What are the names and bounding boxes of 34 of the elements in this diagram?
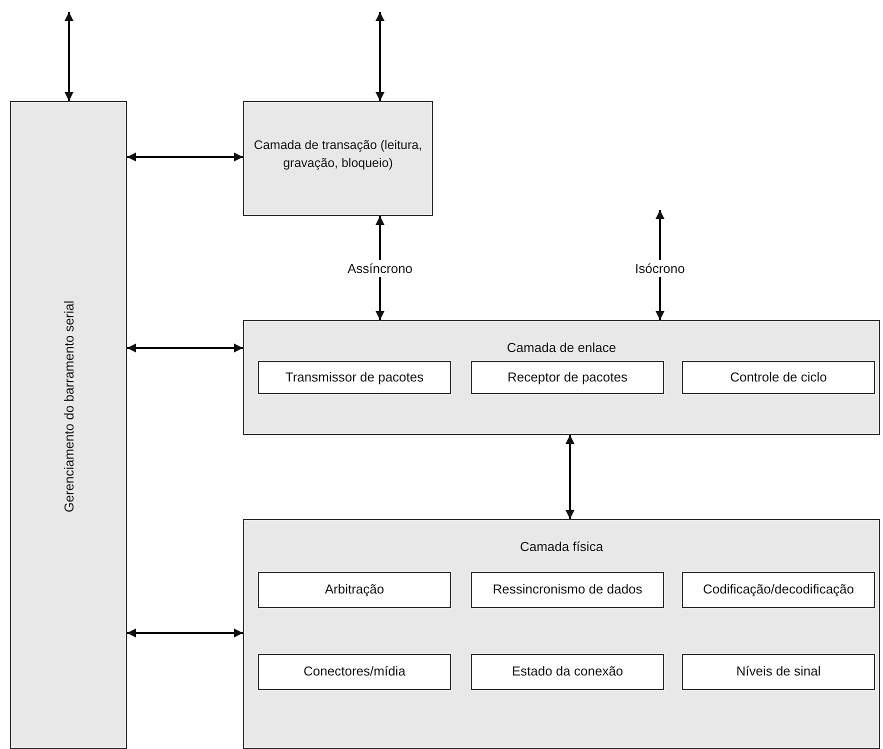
component-label: Codificação/decodificação xyxy=(702,580,854,599)
component-label: Ressincronismo de dados xyxy=(492,580,642,599)
layer-title: Camada física xyxy=(520,538,604,556)
layer-box xyxy=(10,101,127,749)
component-label: Níveis de sinal xyxy=(736,662,821,681)
layer-title: Gerenciamento do barramento serial xyxy=(60,300,76,512)
component-box xyxy=(471,572,664,608)
double-arrow xyxy=(566,435,574,519)
edge-label: Assíncrono xyxy=(346,260,415,276)
layer-box xyxy=(243,519,880,749)
component-label: Arbitração xyxy=(324,580,384,599)
component-box xyxy=(682,572,875,608)
component-box xyxy=(258,572,451,608)
component-label: Transmissor de pacotes xyxy=(285,368,424,386)
double-arrow xyxy=(127,344,243,352)
component-label: Estado da conexão xyxy=(512,662,624,681)
component-box xyxy=(682,361,875,394)
double-arrow xyxy=(127,628,243,638)
double-arrow xyxy=(64,12,74,101)
double-arrow xyxy=(376,12,384,101)
component-box xyxy=(258,654,451,690)
component-label: Receptor de pacotes xyxy=(508,368,628,386)
double-arrow xyxy=(127,152,243,162)
edge-label: Isócrono xyxy=(633,260,687,276)
layer-box xyxy=(243,101,433,216)
layer-title: Camada de enlace xyxy=(506,339,616,357)
component-box xyxy=(471,654,664,690)
component-box xyxy=(682,654,875,690)
component-label: Conectores/mídia xyxy=(304,662,406,681)
component-label: Controle de ciclo xyxy=(730,368,827,386)
layer-title: Camada de transação (leitura, gravação, bloqueio) xyxy=(252,137,424,172)
component-box xyxy=(258,361,451,394)
component-box xyxy=(471,361,664,394)
layer-box xyxy=(243,320,880,435)
